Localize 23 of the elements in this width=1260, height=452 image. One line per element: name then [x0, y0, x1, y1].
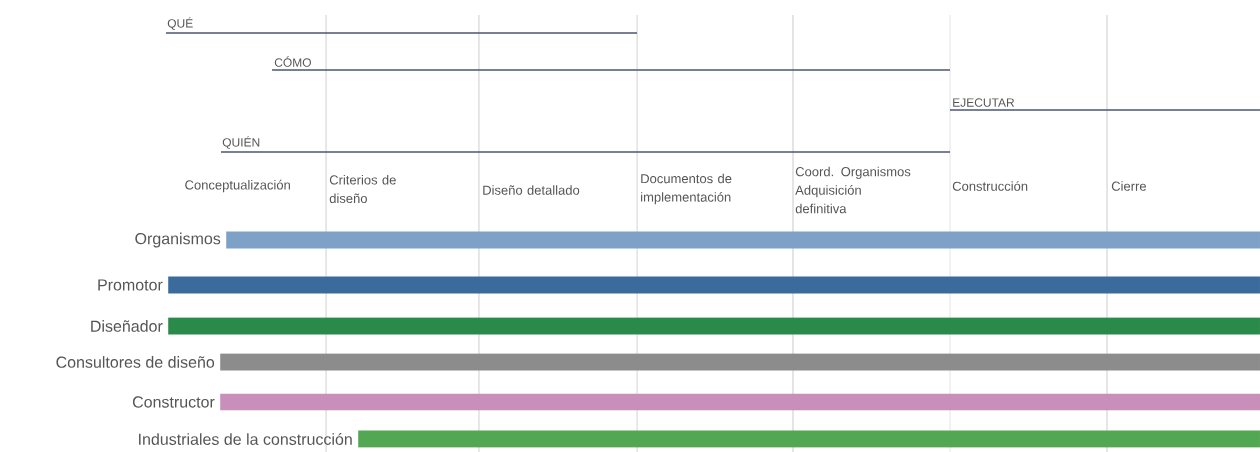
role-bar: [220, 353, 1260, 371]
phase-label: Documentos de implementación: [641, 173, 732, 205]
role-label: Consultores de diseño: [56, 356, 215, 368]
role-bar: [168, 317, 1260, 335]
role-bar: [358, 430, 1260, 448]
role-label: Industriales de la construcción: [139, 433, 352, 445]
role-label: Constructor: [132, 396, 215, 408]
phase-label: Criterios de diseño: [329, 174, 396, 203]
role-label: Organismos: [135, 232, 221, 248]
role-bar: [168, 276, 1260, 294]
role-bar: [226, 231, 1260, 249]
phase-label: Cierre: [1111, 181, 1146, 191]
heading-label: EJECUTAR: [953, 98, 1015, 107]
phase-label: Diseño detallado: [483, 185, 580, 195]
phase-label: Construcción: [952, 181, 1028, 191]
role-label: Promotor: [98, 279, 163, 291]
role-bar: [220, 393, 1260, 411]
phase-label: Conceptualización: [185, 179, 290, 193]
heading-label: CÓMO: [274, 56, 311, 67]
role-label: Diseñador: [91, 320, 163, 332]
heading-label: QUIÉN: [222, 136, 260, 149]
phase-label: Coord. Organismos Adquisición definitiva: [795, 166, 911, 214]
heading-label: QUÉ: [167, 17, 193, 30]
